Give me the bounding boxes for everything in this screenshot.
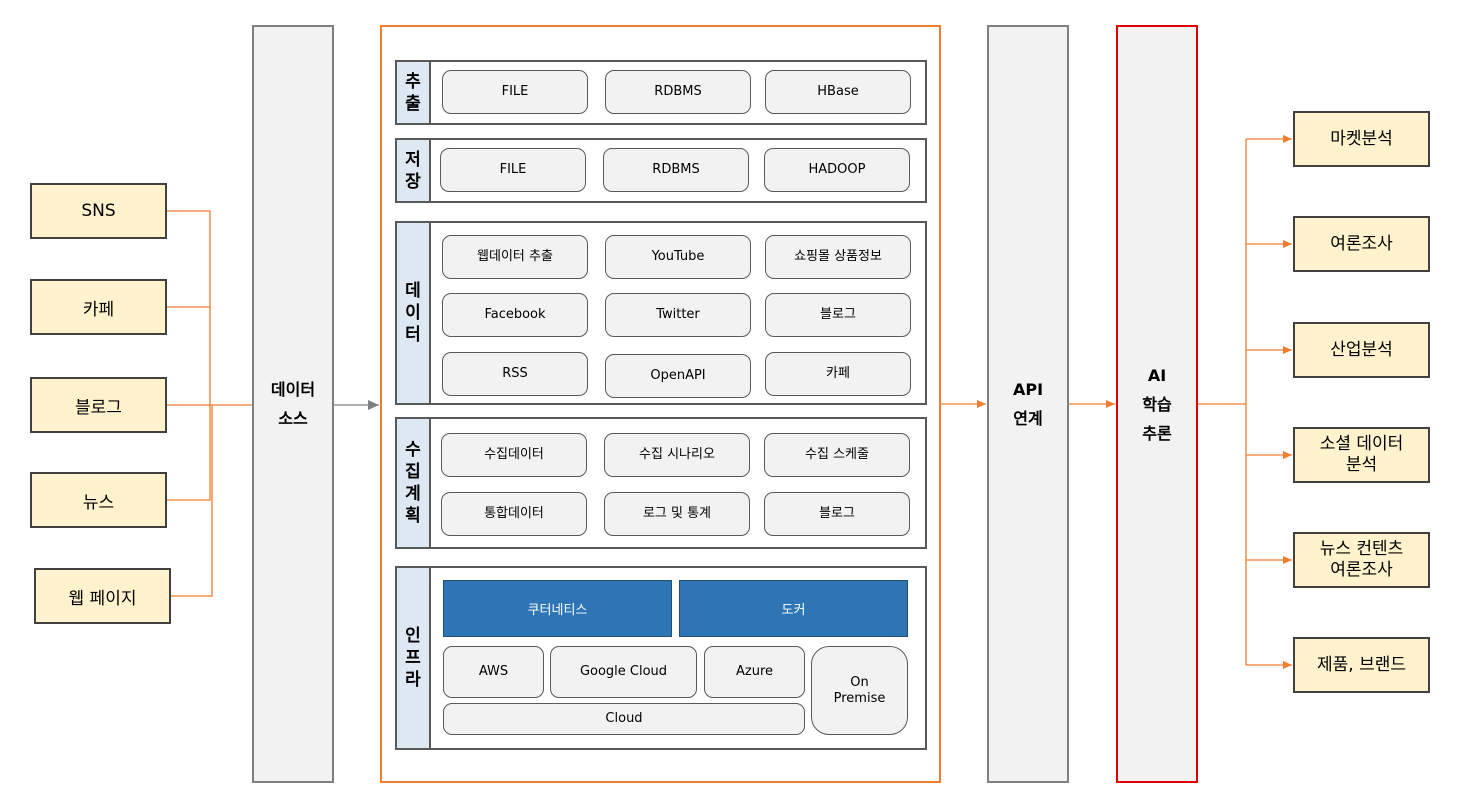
platform-container [380, 25, 941, 783]
collection-data: 수집데이터 [441, 433, 587, 477]
infra-on-premise: On Premise [811, 646, 908, 735]
data-web-extract: 웹데이터 추출 [442, 235, 588, 279]
infra-kubernetes: 쿠터네티스 [443, 580, 672, 637]
section-infra-label: 인 프 라 [397, 568, 431, 748]
logs-and-stats: 로그 및 통계 [604, 492, 750, 536]
infra-azure: Azure [704, 646, 805, 698]
data-source-line2: 소스 [278, 409, 308, 428]
section-data-label: 데 이 터 [397, 223, 431, 403]
source-news: 뉴스 [30, 472, 167, 528]
data-youtube: YouTube [605, 235, 751, 279]
api-line1: API [1012, 380, 1044, 399]
extract-file: FILE [442, 70, 588, 114]
ai-line1: AI [1147, 365, 1167, 385]
data-blog: 블로그 [765, 293, 911, 337]
source-sns: SNS [30, 183, 167, 239]
collection-scenario: 수집 시나리오 [604, 433, 750, 477]
data-rss: RSS [442, 352, 588, 396]
connector-news [166, 405, 211, 501]
output-social-data-analysis: 소셜 데이터 분석 [1293, 427, 1430, 483]
infra-cloud: Cloud [443, 703, 805, 735]
output-news-content-survey: 뉴스 컨텐츠 여론조사 [1293, 532, 1430, 588]
section-storage-label: 저 장 [397, 140, 431, 201]
source-web-page: 웹 페이지 [34, 568, 171, 624]
storage-file: FILE [440, 148, 586, 192]
output-product-brand: 제품, 브랜드 [1293, 637, 1430, 693]
infra-docker: 도커 [679, 580, 908, 637]
ai-line2: 학습 [1142, 394, 1172, 414]
connector-sns [166, 210, 211, 405]
section-collection-label: 수 집 계 획 [397, 419, 431, 547]
storage-rdbms: RDBMS [603, 148, 749, 192]
integrated-data: 통합데이터 [441, 492, 587, 536]
output-market-analysis: 마켓분석 [1293, 111, 1430, 167]
data-source-line1: 데이터 [270, 380, 316, 399]
data-twitter: Twitter [605, 293, 751, 337]
output-industry-analysis: 산업분석 [1293, 322, 1430, 378]
output-opinion-survey: 여론조사 [1293, 216, 1430, 272]
collection-schedule: 수집 스케줄 [764, 433, 910, 477]
section-extract-label: 추 출 [397, 62, 431, 123]
extract-rdbms: RDBMS [605, 70, 751, 114]
infra-google-cloud: Google Cloud [550, 646, 697, 698]
collection-blog: 블로그 [764, 492, 910, 536]
source-blog: 블로그 [30, 377, 167, 433]
data-facebook: Facebook [442, 293, 588, 337]
ai-column: AI 학습 추론 [1116, 25, 1198, 783]
connector-web [170, 405, 213, 597]
data-openapi: OpenAPI [605, 354, 751, 398]
data-cafe: 카페 [765, 352, 911, 396]
api-line2: 연계 [1013, 409, 1043, 428]
data-shopping-info: 쇼핑몰 상품정보 [765, 235, 911, 279]
ai-line3: 추론 [1142, 423, 1172, 443]
infra-aws: AWS [443, 646, 544, 698]
storage-hadoop: HADOOP [764, 148, 910, 192]
data-source-column: 데이터 소스 [252, 25, 334, 783]
extract-hbase: HBase [765, 70, 911, 114]
source-cafe: 카페 [30, 279, 167, 335]
api-column: API 연계 [987, 25, 1069, 783]
